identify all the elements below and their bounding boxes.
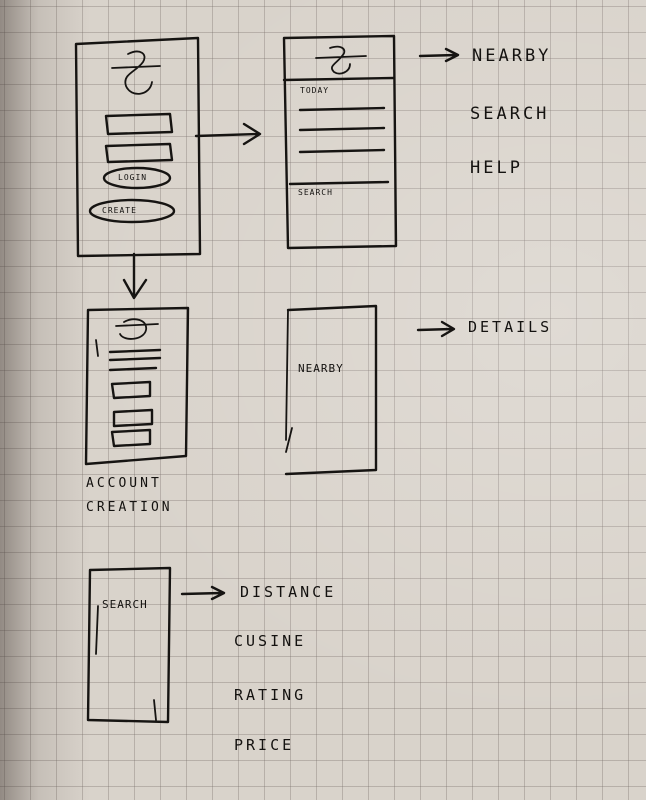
nearby-link-details: DETAILS (468, 318, 553, 336)
search-screen-sketch (86, 566, 172, 724)
home-today-label: TODAY (300, 86, 330, 95)
home-line-2 (298, 126, 386, 132)
home-logo-icon (315, 45, 367, 75)
login-screen-sketch (74, 36, 202, 258)
arrow-login-to-account (122, 252, 148, 300)
account-field-3 (110, 428, 152, 448)
home-link-help: HELP (470, 158, 523, 178)
login-button: LOGIN (118, 173, 148, 182)
arrow-home-to-links (418, 47, 460, 63)
nearby-screen-sketch (284, 304, 378, 476)
create-button: CREATE (102, 206, 137, 215)
account-caption-line2: CREATION (86, 500, 173, 515)
nearby-screen-frame (284, 304, 378, 476)
account-side-mark (95, 339, 99, 357)
account-line-1 (108, 348, 162, 354)
search-frame-stroke (95, 605, 157, 721)
home-bottom-divider (288, 180, 390, 186)
account-field-2 (112, 408, 154, 428)
login-logo-icon (111, 50, 161, 95)
search-option-distance: DISTANCE (240, 583, 337, 601)
nearby-screen-title: NEARBY (298, 362, 344, 375)
account-line-2 (108, 356, 162, 362)
home-line-3 (298, 148, 386, 154)
login-button-outline (102, 166, 172, 190)
home-link-search: SEARCH (470, 104, 550, 124)
account-screen-sketch (84, 306, 190, 466)
search-screen-title: SEARCH (102, 598, 148, 611)
login-password-field (104, 142, 174, 164)
home-screen-frame (282, 34, 398, 250)
account-logo-icon (115, 318, 159, 340)
arrow-login-to-home (194, 122, 262, 146)
home-link-nearby: NEARBY (472, 46, 552, 66)
create-button-outline (88, 198, 176, 224)
account-field-1 (110, 380, 152, 400)
account-screen-frame (84, 306, 190, 466)
home-screen-sketch (282, 34, 398, 250)
search-screen-frame (86, 566, 172, 724)
home-search-label: SEARCH (298, 188, 333, 197)
arrow-search-to-options (180, 585, 226, 601)
account-caption-line1: ACCOUNT (86, 476, 162, 491)
arrow-nearby-to-details (416, 320, 456, 338)
search-option-cuisine: CUSINE (234, 632, 307, 650)
login-username-field (104, 112, 174, 136)
login-screen-frame (74, 36, 202, 258)
home-line-1 (298, 106, 386, 112)
search-option-price: PRICE (234, 736, 295, 754)
home-top-divider (282, 76, 396, 82)
search-option-rating: RATING (234, 686, 307, 704)
nearby-frame-corner (285, 309, 293, 453)
account-line-3 (108, 366, 158, 372)
